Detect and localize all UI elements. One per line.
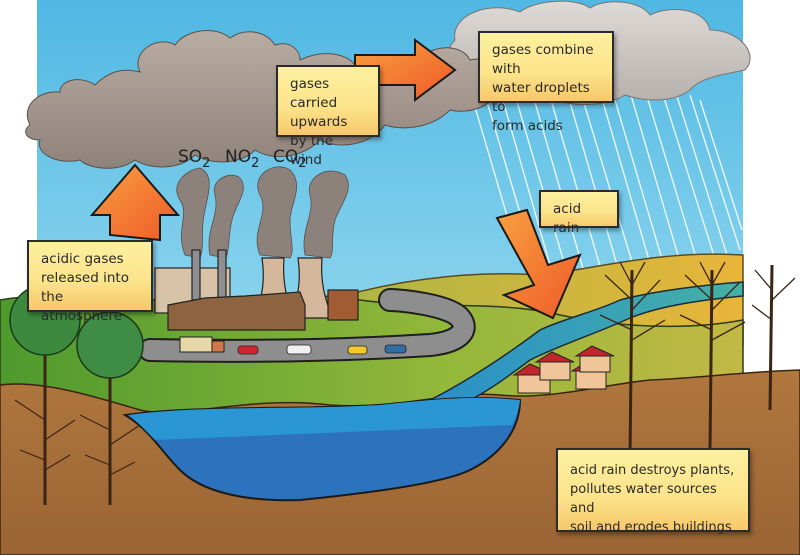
gas-so2: SO2 [178, 147, 211, 171]
chimney-right [217, 249, 227, 301]
factory [154, 249, 359, 331]
chimney-left [191, 249, 201, 301]
truck-cab [211, 340, 225, 353]
car-red [237, 345, 259, 355]
arrow-acid-rain [495, 208, 582, 320]
arrow-up [89, 163, 181, 242]
houses [512, 345, 615, 394]
vehicles [179, 336, 407, 355]
gas-co2: CO2 [273, 147, 307, 171]
label-gases-carried: gases carried upwards by the wind [276, 65, 380, 168]
smoke-plumes [176, 166, 349, 259]
car-blue [384, 344, 407, 354]
label-effects: acid rain destroys plants, pollutes wate… [556, 448, 750, 535]
label-gases-combine: gases combine with water droplets to for… [478, 31, 614, 134]
label-acid-rain: acid rain [539, 190, 619, 236]
car-yellow [347, 345, 368, 355]
factory-main-building [167, 291, 306, 331]
label-gases-released: acidic gases released into the atmospher… [27, 240, 153, 324]
truck [179, 336, 213, 353]
factory-side-building [327, 289, 359, 321]
lake-surface [128, 397, 520, 440]
gas-no2: NO2 [225, 147, 260, 171]
car-white [286, 344, 312, 355]
dead-trees [599, 261, 796, 461]
